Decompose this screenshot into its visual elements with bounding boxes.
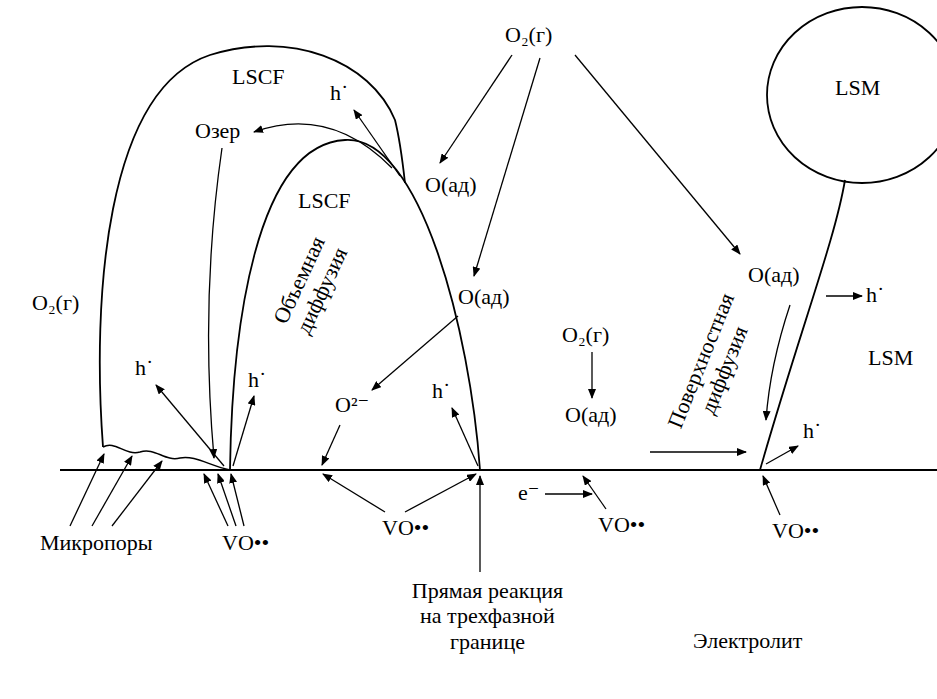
arrow bbox=[474, 58, 540, 276]
grain-border bbox=[760, 180, 845, 470]
electrolyte-surface bbox=[60, 469, 937, 471]
hole-label: h˙ bbox=[330, 80, 348, 105]
lsm-grain: LSM bbox=[760, 0, 937, 190]
arrow bbox=[156, 385, 224, 466]
grain-outline bbox=[90, 40, 425, 480]
grain-outline bbox=[740, 160, 937, 475]
vacancy-label: VO•• bbox=[382, 515, 429, 540]
tpb-reaction-label: Прямая реакция на трехфазной границе bbox=[400, 578, 575, 654]
vacancy-label: VO•• bbox=[598, 512, 645, 537]
arrow bbox=[440, 55, 512, 163]
arrow bbox=[323, 474, 385, 512]
arrow bbox=[231, 474, 244, 526]
adsorbed-oxygen-label: O(ад) bbox=[458, 284, 510, 309]
arrow bbox=[92, 456, 132, 526]
arrow bbox=[591, 352, 592, 398]
adsorbed-oxygen-label: O(ад) bbox=[425, 172, 477, 197]
material-label: LSCF bbox=[232, 64, 285, 89]
arrow bbox=[204, 474, 228, 526]
arrow bbox=[650, 451, 746, 452]
arrow bbox=[112, 461, 162, 526]
hole-label: h˙ bbox=[803, 418, 821, 443]
arrow bbox=[209, 148, 222, 458]
material-label: LSM bbox=[868, 345, 913, 370]
arrow bbox=[826, 295, 862, 296]
micropores-outline bbox=[103, 445, 230, 470]
arrow bbox=[575, 55, 740, 254]
gas-label: O₂(г) bbox=[32, 290, 79, 315]
arrow bbox=[766, 305, 790, 420]
hole-label: h˙ bbox=[866, 282, 884, 307]
vacancy-label: VO•• bbox=[772, 518, 819, 543]
material-label: LSM bbox=[835, 75, 880, 100]
grain-border bbox=[230, 140, 480, 470]
lsm-grain: LSM bbox=[740, 160, 937, 475]
surface-diffusion-label: Поверхностная диффузия bbox=[661, 288, 762, 441]
micropores-label: Микропоры bbox=[40, 530, 153, 555]
adsorbed-oxygen-label: O(ад) bbox=[565, 402, 617, 427]
electrolyte-label: Электролит bbox=[693, 628, 802, 653]
grain-border bbox=[767, 7, 937, 183]
hole-label: h˙ bbox=[248, 367, 266, 392]
lscf-grain: LSCF bbox=[90, 40, 425, 480]
grain-border bbox=[100, 46, 405, 447]
gas-label: O₂(г) bbox=[505, 22, 552, 47]
oxide-ion-label: O²⁻ bbox=[335, 392, 369, 417]
adsorbed-oxygen-label: O(ад) bbox=[748, 262, 800, 287]
arrow bbox=[583, 476, 606, 509]
gas-label: O₂(г) bbox=[562, 322, 609, 347]
vacancy-label: VO•• bbox=[222, 530, 269, 555]
bulk-diffusion-label: Объемная диффузия bbox=[265, 227, 355, 344]
arrow bbox=[545, 493, 592, 494]
arrow bbox=[479, 476, 480, 572]
grain-boundary-oxygen-label: Oзер bbox=[195, 118, 240, 143]
hole-label: h˙ bbox=[432, 378, 450, 403]
arrow bbox=[766, 446, 798, 464]
arrow bbox=[233, 396, 254, 466]
material-label: LSCF bbox=[298, 188, 351, 213]
arrow bbox=[405, 474, 476, 512]
arrow bbox=[322, 425, 340, 465]
electron-label: e⁻ bbox=[518, 480, 539, 505]
hole-label: h˙ bbox=[135, 355, 153, 380]
arrow bbox=[763, 476, 780, 515]
